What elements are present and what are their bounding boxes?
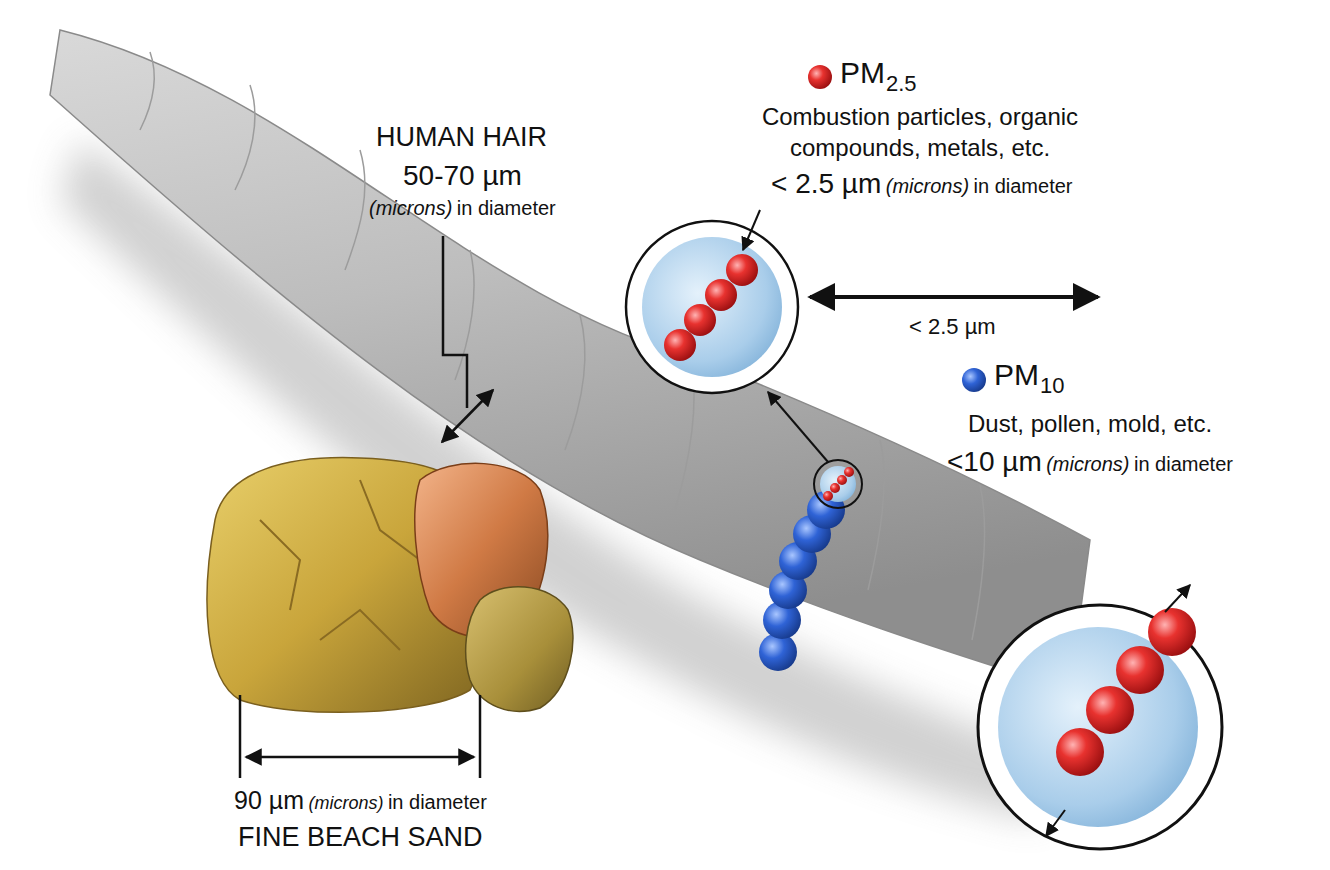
- unit-note: (microns): [369, 197, 452, 219]
- large-magnified-circle: [978, 585, 1222, 849]
- unit-note: (microns): [886, 175, 969, 197]
- unit-note: (microns): [1046, 453, 1129, 475]
- human-hair: [50, 30, 1090, 690]
- pm10-beads: [759, 491, 845, 671]
- text-line: (microns) in diameter: [369, 197, 556, 220]
- pm-description: Dust, pollen, mold, etc.: [968, 410, 1212, 437]
- text-line: 50-70 µm: [403, 160, 522, 192]
- sand-dimension: [240, 695, 480, 778]
- size-value: 50-70 µm: [403, 160, 522, 191]
- unit-note: (microns): [308, 793, 383, 813]
- hair-title: HUMAN HAIR: [376, 122, 547, 152]
- pm-description: Combustion particles, organic compounds,…: [762, 103, 1078, 161]
- text-line: < 2.5 µm (microns) in diameter: [771, 168, 1072, 200]
- unit-note: in diameter: [1134, 453, 1233, 475]
- pm-subscript: 2.5: [886, 71, 917, 96]
- pm25-leader: [743, 210, 760, 250]
- text-line: < 2.5 µm: [909, 314, 996, 339]
- sand-grain: [466, 587, 573, 712]
- small-magnifier: [814, 460, 862, 508]
- text-line: PM2.5: [840, 56, 917, 96]
- text-line: HUMAN HAIR: [376, 122, 547, 153]
- zoom-arrow: [768, 392, 828, 462]
- sand-cracks: [260, 480, 420, 650]
- pm-name: PM: [994, 358, 1039, 391]
- pm25-sphere: [808, 65, 832, 89]
- dimension-label: < 2.5 µm: [909, 314, 996, 339]
- text-line: FINE BEACH SAND: [238, 822, 483, 853]
- size-value: <10 µm: [947, 446, 1042, 477]
- size-value: < 2.5 µm: [771, 168, 881, 199]
- hair-leader: [442, 236, 493, 442]
- sand-title: FINE BEACH SAND: [238, 822, 483, 852]
- text-line: Combustion particles, organic compounds,…: [705, 101, 1135, 163]
- pm25-magnified-circle: [626, 221, 798, 393]
- unit-note: in diameter: [457, 197, 556, 219]
- pm-name: PM: [840, 56, 885, 89]
- text-line: <10 µm (microns) in diameter: [947, 446, 1233, 478]
- unit-note: in diameter: [974, 175, 1073, 197]
- pm10-sphere: [962, 368, 986, 392]
- pm-subscript: 10: [1040, 373, 1064, 398]
- size-value: 90 µm: [234, 786, 304, 814]
- pm25-dimension: [810, 295, 1098, 299]
- text-line: PM10: [994, 358, 1064, 398]
- unit-note: in diameter: [388, 791, 487, 813]
- text-line: 90 µm (microns) in diameter: [234, 786, 487, 815]
- text-line: Dust, pollen, mold, etc.: [968, 410, 1212, 438]
